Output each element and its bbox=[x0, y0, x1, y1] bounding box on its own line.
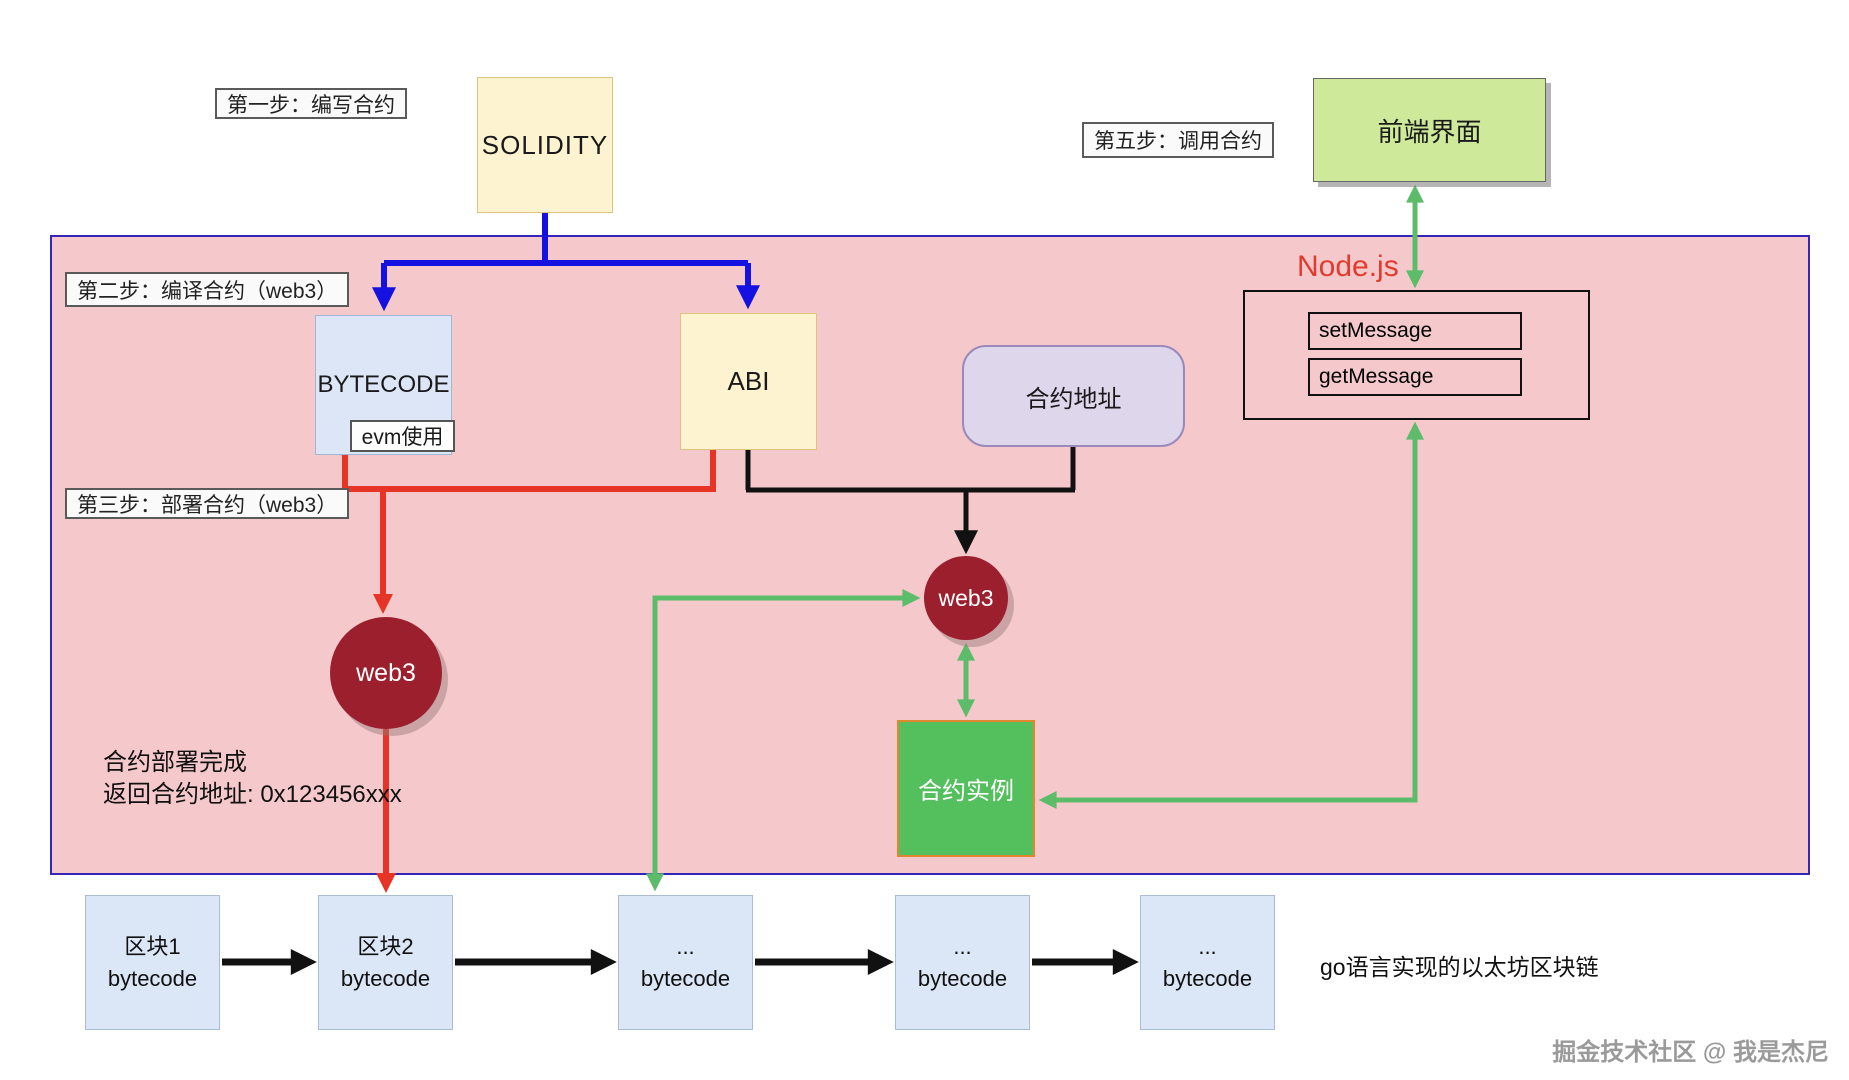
nodejs-label: Node.js bbox=[1297, 250, 1399, 283]
contract-address-box: 合约地址 bbox=[962, 345, 1185, 447]
block-title: 区块1 bbox=[124, 933, 181, 959]
compile-arrows bbox=[372, 213, 760, 312]
step2-label: 第二步：编译合约（web3） bbox=[65, 272, 350, 307]
deploy-note: 合约部署完成 返回合约地址: 0x123456xxx bbox=[103, 747, 402, 812]
block-title: ... bbox=[953, 933, 972, 959]
watermark: 掘金技术社区 @ 我是杰尼 bbox=[1552, 1039, 1829, 1066]
abi-box: ABI bbox=[680, 313, 817, 450]
block-bytecode: bytecode bbox=[340, 965, 431, 991]
blockchain-block-2: 区块2 bytecode bbox=[318, 895, 453, 1030]
deploy-arrows bbox=[342, 450, 716, 893]
solidity-box: SOLIDITY bbox=[477, 77, 613, 213]
blockchain-block-5: ... bytecode bbox=[1140, 895, 1275, 1030]
deploy-note-line2: 返回合约地址: 0x123456xxx bbox=[103, 781, 402, 809]
chain-caption: go语言实现的以太坊区块链 bbox=[1320, 954, 1599, 980]
step5-label: 第五步：调用合约 bbox=[1082, 122, 1274, 158]
block-bytecode: bytecode bbox=[917, 965, 1008, 991]
block-bytecode: bytecode bbox=[1162, 965, 1253, 991]
step3-label: 第三步：部署合约（web3） bbox=[65, 488, 350, 519]
deploy-note-line1: 合约部署完成 bbox=[103, 749, 247, 776]
web3-call-circle: web3 bbox=[924, 556, 1008, 640]
get-message-box: getMessage bbox=[1308, 358, 1522, 396]
block-title: 区块2 bbox=[357, 933, 414, 959]
block-bytecode: bytecode bbox=[640, 965, 731, 991]
frontend-box: 前端界面 bbox=[1313, 78, 1546, 182]
block-bytecode: bytecode bbox=[107, 965, 198, 991]
bind-arrows bbox=[745, 447, 1076, 555]
call-arrows bbox=[646, 184, 1424, 892]
blockchain-block-1: 区块1 bytecode bbox=[85, 895, 220, 1030]
block-title: ... bbox=[676, 933, 695, 959]
blockchain-block-3: ... bytecode bbox=[618, 895, 753, 1030]
step1-label: 第一步：编写合约 bbox=[215, 88, 407, 119]
web3-deploy-circle: web3 bbox=[330, 617, 442, 729]
set-message-box: setMessage bbox=[1308, 312, 1522, 350]
blockchain-block-4: ... bytecode bbox=[895, 895, 1030, 1030]
contract-instance-box: 合约实例 bbox=[897, 720, 1035, 857]
block-title: ... bbox=[1198, 933, 1217, 959]
evm-usage-tag: evm使用 bbox=[350, 420, 455, 452]
nodejs-box bbox=[1243, 290, 1590, 420]
